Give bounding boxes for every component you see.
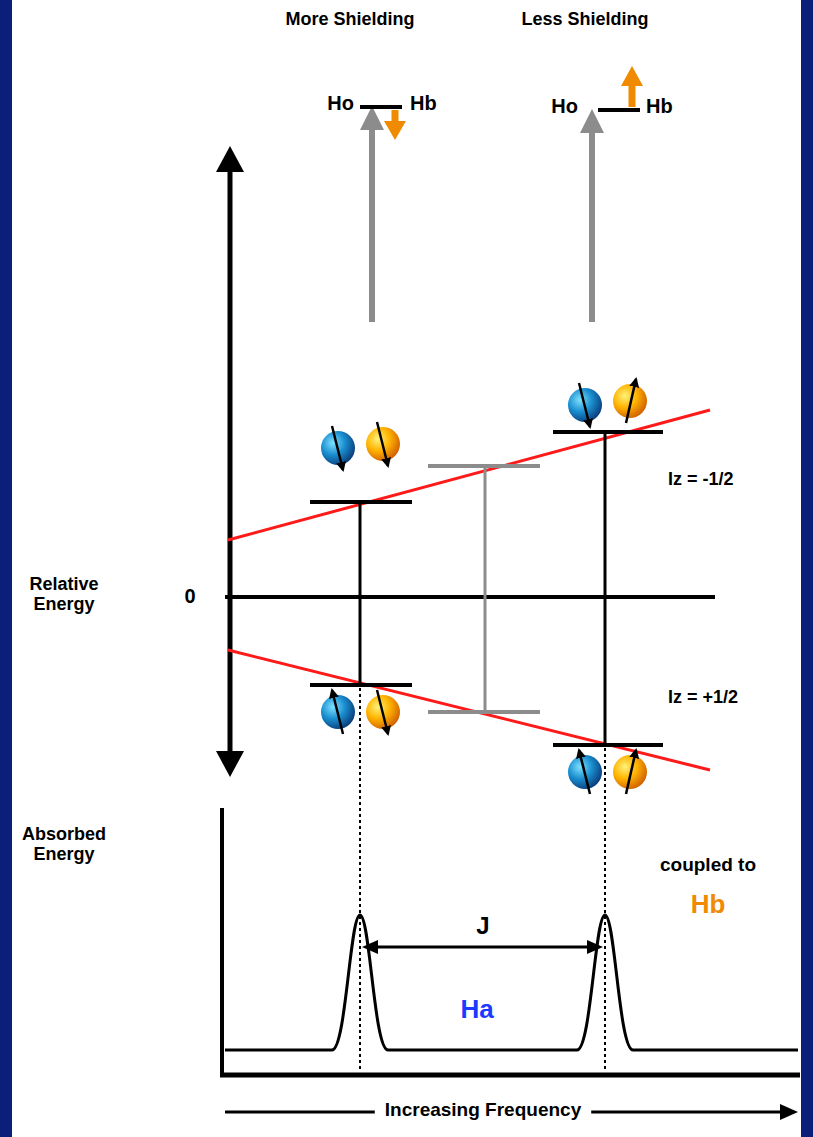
drawing-line — [220, 808, 224, 1077]
drawing-line — [626, 379, 636, 423]
drawing-line — [220, 1073, 800, 1078]
spin-pairs — [321, 379, 647, 794]
field-arrows-left — [360, 106, 406, 322]
drawing-line — [360, 105, 402, 109]
drawing-line — [225, 1111, 375, 1114]
drawing-line — [392, 110, 399, 122]
drawing-line — [604, 748, 606, 1072]
drawing-line — [553, 743, 663, 747]
drawing-line — [377, 422, 388, 466]
drawing-line — [369, 128, 375, 322]
drawing-line — [225, 595, 715, 599]
field-arrows-right — [580, 66, 643, 322]
drawing-path — [621, 66, 643, 86]
field-label: Hb — [410, 92, 437, 114]
shielding-label: Less Shielding — [521, 10, 648, 30]
drawing-line — [604, 432, 607, 745]
drawing-line — [332, 426, 343, 470]
energy-axis — [216, 146, 715, 777]
drawing-line — [629, 84, 636, 107]
axis-label: Relative Energy — [16, 575, 112, 615]
coupling-note: coupled to — [660, 855, 756, 876]
drawing-line — [228, 650, 710, 770]
spin-state-label: Iz = -1/2 — [668, 470, 734, 490]
drawing-path — [780, 1104, 798, 1120]
axis-label: Absorbed Energy — [16, 825, 112, 865]
drawing-line — [589, 131, 595, 322]
drawing-line — [332, 690, 343, 734]
shielding-label: More Shielding — [285, 10, 414, 30]
drawing-line — [377, 690, 388, 734]
drawing-line — [553, 430, 663, 434]
axis-zero: 0 — [184, 585, 195, 607]
energy-levels — [310, 432, 663, 745]
drawing-path — [587, 940, 603, 954]
drawing-path — [360, 106, 384, 130]
drawing-path — [362, 940, 378, 954]
coupling-constant: J — [476, 913, 489, 939]
drawing-path — [216, 751, 244, 777]
field-label: Ho — [327, 92, 354, 114]
drawing-line — [228, 410, 710, 540]
axis-label: Increasing Frequency — [385, 1100, 581, 1121]
drawing-line — [484, 466, 487, 712]
drawing-path — [216, 146, 244, 172]
proton-label: Ha — [460, 995, 493, 1024]
field-label: Ho — [551, 95, 578, 117]
drawing-line — [228, 168, 233, 755]
drawing-line — [579, 750, 590, 794]
drawing-path — [225, 915, 798, 1050]
drawing-line — [359, 688, 361, 1072]
field-label: Hb — [646, 95, 673, 117]
drawing-line — [374, 946, 591, 949]
energy-lines — [228, 410, 710, 770]
drawing-path — [384, 121, 406, 140]
drawing-line — [626, 750, 636, 794]
drawing-line — [598, 108, 640, 112]
proton-label: Hb — [691, 890, 726, 919]
spectrum — [220, 688, 800, 1077]
drawing-line — [359, 502, 362, 685]
drawing-path — [580, 109, 604, 133]
drawing-line — [579, 383, 590, 427]
white-panel — [12, 0, 801, 1137]
drawing-line — [591, 1111, 784, 1114]
spin-state-label: Iz = +1/2 — [668, 688, 738, 708]
